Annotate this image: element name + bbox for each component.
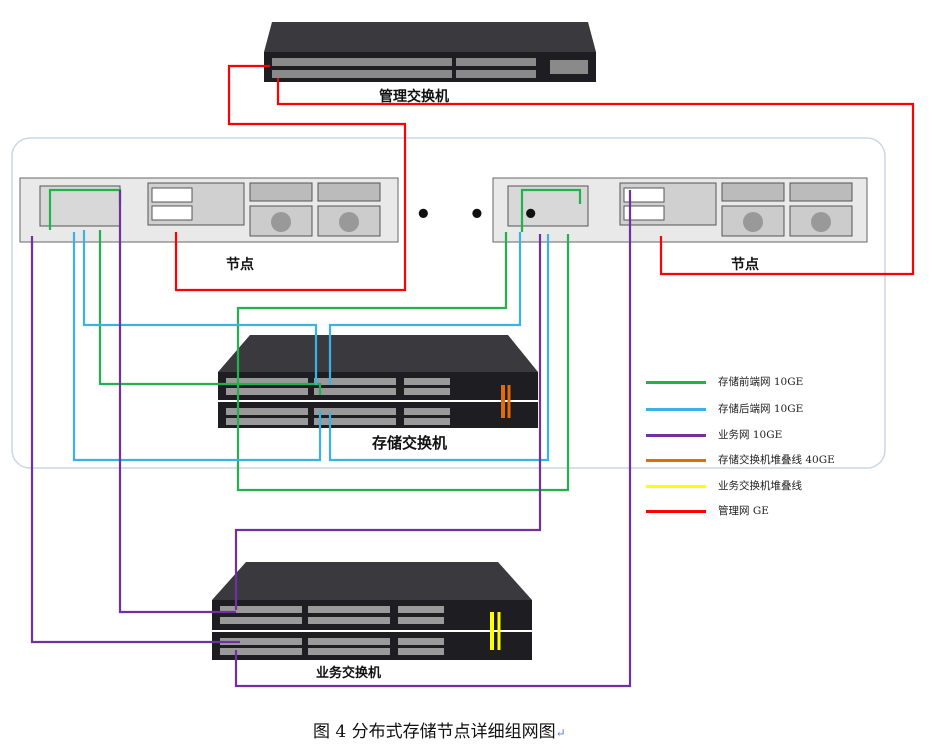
legend-swatch-storage-stack xyxy=(646,459,706,462)
caption-text: 图 4 分布式存储节点详细组网图 xyxy=(313,722,556,742)
legend-item: 存储前端网 10GE xyxy=(718,376,804,388)
frontend-links xyxy=(48,188,582,492)
node-left-chassis xyxy=(19,177,399,243)
business-links xyxy=(30,190,632,688)
legend-swatch-management xyxy=(646,510,706,513)
node-area-frame xyxy=(11,137,886,469)
management-switch-label: 管理交换机 xyxy=(379,89,449,105)
legend-item: 存储后端网 10GE xyxy=(718,403,804,415)
storage-switch-label: 存储交换机 xyxy=(372,434,448,452)
storage-switch xyxy=(218,335,538,428)
legend-swatch-business-stack xyxy=(646,485,706,488)
business-switch xyxy=(212,562,532,660)
legend-swatch-frontend xyxy=(646,381,706,384)
node-right-label: 节点 xyxy=(731,257,759,273)
legend-item: 业务网 10GE xyxy=(718,429,783,441)
legend-item: 管理网 GE xyxy=(718,505,769,517)
legend-swatch-backend xyxy=(646,408,706,411)
ellipsis: • • • xyxy=(415,200,553,230)
backend-links xyxy=(72,230,550,462)
legend-item: 业务交换机堆叠线 xyxy=(718,480,802,492)
business-switch-label: 业务交换机 xyxy=(316,666,382,681)
figure-caption: 图 4 分布式存储节点详细组网图↵ xyxy=(313,717,566,742)
legend-item: 存储交换机堆叠线 40GE xyxy=(718,454,835,466)
legend-swatch-business xyxy=(646,434,706,437)
node-left-label: 节点 xyxy=(226,257,254,273)
node-right-chassis xyxy=(492,177,868,243)
return-mark-icon: ↵ xyxy=(555,726,566,740)
management-links xyxy=(174,64,915,292)
management-switch xyxy=(264,22,596,82)
